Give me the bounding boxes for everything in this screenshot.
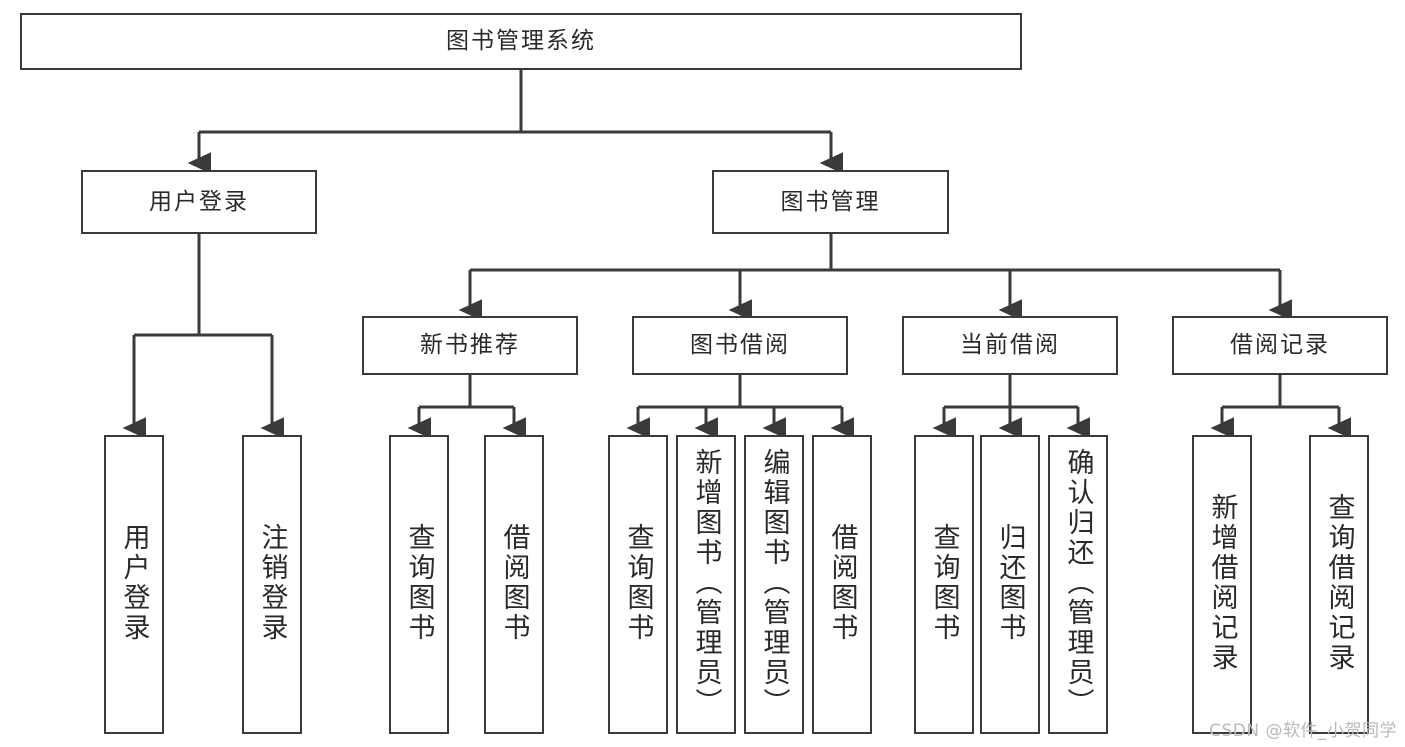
node-label: 借阅图书 — [826, 522, 858, 643]
node-label: 注销登录 — [256, 522, 288, 643]
node-leaf-borrow-book-1[interactable]: 借阅图书 — [484, 435, 544, 734]
node-leaf-return-book[interactable]: 归还图书 — [980, 435, 1040, 734]
node-leaf-query-book-2[interactable]: 查询图书 — [608, 435, 668, 734]
node-borrow-record[interactable]: 借阅记录 — [1172, 316, 1388, 375]
node-user-login[interactable]: 用户登录 — [81, 170, 317, 234]
node-leaf-query-book-1[interactable]: 查询图书 — [389, 435, 449, 734]
csdn-watermark: CSDN @软件_小贺同学 — [1209, 721, 1397, 741]
node-book-borrow[interactable]: 图书借阅 — [632, 316, 848, 375]
node-label: 查询借阅记录 — [1323, 492, 1355, 673]
node-label: 图书管理 — [780, 188, 881, 215]
node-leaf-borrow-book-2[interactable]: 借阅图书 — [812, 435, 872, 734]
node-label: 当前借阅 — [960, 332, 1060, 359]
node-label: 借阅图书 — [498, 522, 530, 643]
node-label: 编辑图书（管理员） — [758, 447, 790, 718]
node-label: 查询图书 — [928, 522, 960, 643]
node-label: 新增图书（管理员） — [690, 447, 722, 718]
node-label: 查询图书 — [622, 522, 654, 643]
node-leaf-logout-login[interactable]: 注销登录 — [242, 435, 302, 734]
node-label: 查询图书 — [403, 522, 435, 643]
node-leaf-add-book[interactable]: 新增图书（管理员） — [676, 435, 736, 734]
node-leaf-confirm-return[interactable]: 确认归还（管理员） — [1048, 435, 1108, 734]
node-label: 借阅记录 — [1230, 332, 1330, 359]
node-label: 新书推荐 — [420, 332, 520, 359]
node-label: 归还图书 — [994, 522, 1026, 643]
node-root-system[interactable]: 图书管理系统 — [20, 13, 1022, 70]
node-leaf-add-record[interactable]: 新增借阅记录 — [1192, 435, 1252, 734]
node-leaf-user-login[interactable]: 用户登录 — [104, 435, 164, 734]
node-label: 用户登录 — [118, 522, 150, 643]
node-new-book-recommend[interactable]: 新书推荐 — [362, 316, 578, 375]
node-label: 图书借阅 — [690, 332, 790, 359]
node-leaf-edit-book[interactable]: 编辑图书（管理员） — [744, 435, 804, 734]
node-leaf-query-record[interactable]: 查询借阅记录 — [1309, 435, 1369, 734]
node-label: 新增借阅记录 — [1206, 492, 1238, 673]
node-label: 用户登录 — [149, 188, 249, 215]
node-leaf-query-book-3[interactable]: 查询图书 — [914, 435, 974, 734]
node-current-borrow[interactable]: 当前借阅 — [902, 316, 1118, 375]
node-book-management[interactable]: 图书管理 — [712, 170, 949, 234]
node-label: 图书管理系统 — [446, 28, 596, 55]
node-label: 确认归还（管理员） — [1062, 447, 1094, 718]
